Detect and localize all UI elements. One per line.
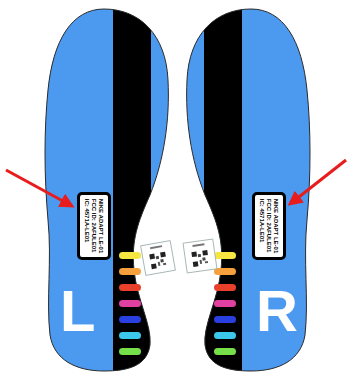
label-text-block: NIKE ADAPT LE-01FCC ID: 2AFULE01IC: 4571… [84,199,105,253]
qr-tag [141,241,176,276]
right-insole [187,0,310,374]
label-line: NIKE ADAPT LE-01 [97,199,104,253]
pointer-arrow [290,160,346,204]
label-line: IC: 4571A-LE01 [259,199,266,253]
label-box: NIKE ADAPT LE-01FCC ID: 2AFULE01IC: 4571… [252,192,287,260]
pointer-arrow [6,170,72,206]
label-line: FCC ID: 2AFULE01 [266,199,273,253]
label-line: NIKE ADAPT LE-01 [272,199,279,253]
side-letter: L [60,282,95,340]
side-letter: R [256,282,298,340]
qr-tag [183,239,217,273]
label-box: NIKE ADAPT LE-01FCC ID: 2AFULE01IC: 4571… [77,192,112,260]
label-line: IC: 4571A-LE01 [84,199,91,253]
left-insole [45,0,168,374]
label-text-block: NIKE ADAPT LE-01FCC ID: 2AFULE01IC: 4571… [259,199,280,253]
label-line: FCC ID: 2AFULE01 [91,199,98,253]
